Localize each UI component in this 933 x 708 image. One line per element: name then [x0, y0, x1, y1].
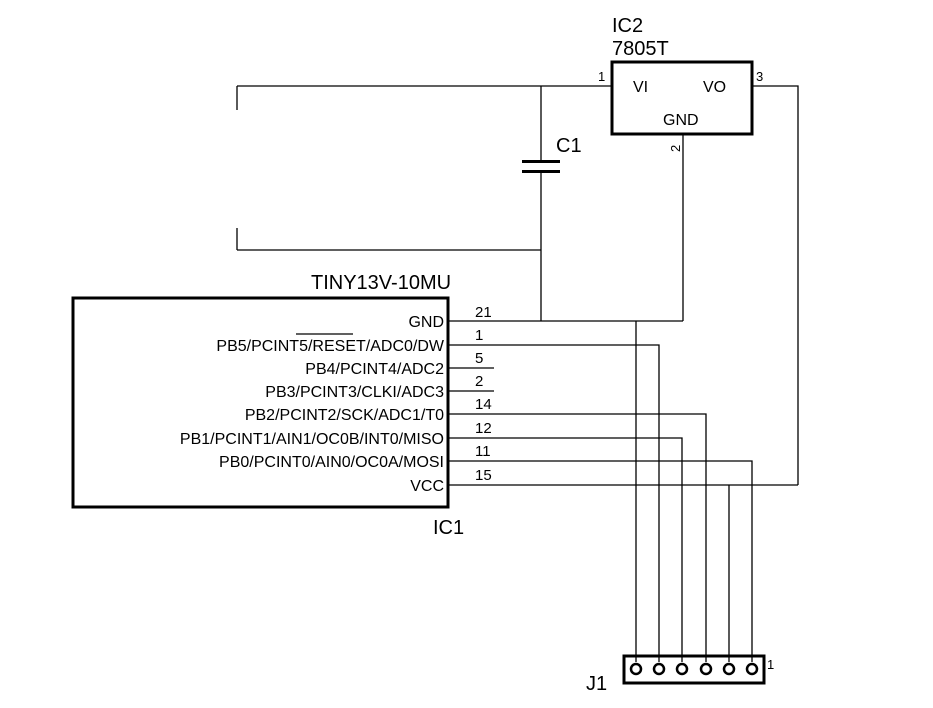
j1-pin1-label: 1: [767, 657, 774, 672]
ic2-pin-vi: 1: [598, 69, 605, 84]
ic1-ref: IC1: [433, 517, 464, 539]
j1-pin-5: [652, 662, 666, 676]
ic1-pin-num-14: 14: [475, 396, 492, 413]
ic2-regulator: IC2 7805T VI VO GND 1 3 2: [598, 15, 763, 152]
ic1-pin-num-15: 15: [475, 467, 492, 484]
wire-pin11-mosi: [448, 460, 753, 662]
ic2-body: [610, 60, 754, 136]
ic1-pin-name-pb4: PB4/PCINT4/ADC2: [305, 361, 444, 378]
j1-body: [622, 654, 766, 685]
ic1-body: [71, 296, 450, 509]
j1-pin-2: [722, 662, 736, 676]
wires: [236, 85, 799, 662]
ic2-gnd-label: GND: [663, 112, 699, 129]
ic2-pin-gnd: 2: [668, 145, 683, 152]
ic1-pin-num-1: 1: [475, 327, 483, 344]
ic1-microcontroller: TINY13V-10MU IC1 GND PB5/PCINT5/RESET/AD…: [71, 272, 492, 539]
ic1-pin-num-11: 11: [475, 443, 491, 460]
j1-pin-6: [629, 662, 643, 676]
ic1-pin-name-pb2: PB2/PCINT2/SCK/ADC1/T0: [245, 407, 444, 424]
wire-pin14-sck: [448, 413, 707, 662]
c1-plate-bottom: [522, 170, 560, 173]
j1-pin-4: [675, 662, 689, 676]
ic2-value: 7805T: [612, 38, 669, 60]
c1-plate-top: [522, 160, 560, 163]
ic1-pin-name-gnd: GND: [408, 314, 444, 331]
ic1-pin-name-pb0: PB0/PCINT0/AIN0/OC0A/MOSI: [219, 454, 444, 471]
ic2-vi-label: VI: [633, 79, 648, 96]
j1-pin-1: [745, 662, 759, 676]
j1-pin-3: [699, 662, 713, 676]
ic2-ref: IC2: [612, 15, 643, 37]
ic2-vo-label: VO: [703, 79, 726, 96]
ic1-pin-name-pb1: PB1/PCINT1/AIN1/OC0B/INT0/MISO: [180, 431, 444, 448]
j1-ref: J1: [586, 673, 607, 695]
ic1-pin-num-2: 2: [475, 373, 483, 390]
ic1-value: TINY13V-10MU: [311, 272, 451, 294]
ic1-pin-name-pb5: PB5/PCINT5/RESET/ADC0/DW: [216, 338, 445, 355]
ic2-pin-vo: 3: [756, 69, 763, 84]
wire-pin1-reset: [448, 344, 660, 662]
ic1-pin-num-21: 21: [475, 304, 492, 321]
ic1-pin-num-12: 12: [475, 420, 492, 437]
wire-pin12-miso: [448, 437, 683, 662]
capacitor-c1: C1: [522, 135, 582, 173]
ic1-pin-name-vcc: VCC: [410, 478, 444, 495]
wire-ic2-vo: [752, 85, 799, 485]
j1-header: J1 1: [586, 654, 774, 695]
ic1-pin-num-5: 5: [475, 350, 483, 367]
c1-label: C1: [556, 135, 582, 157]
ic1-pin-name-pb3: PB3/PCINT3/CLKI/ADC3: [265, 384, 444, 401]
